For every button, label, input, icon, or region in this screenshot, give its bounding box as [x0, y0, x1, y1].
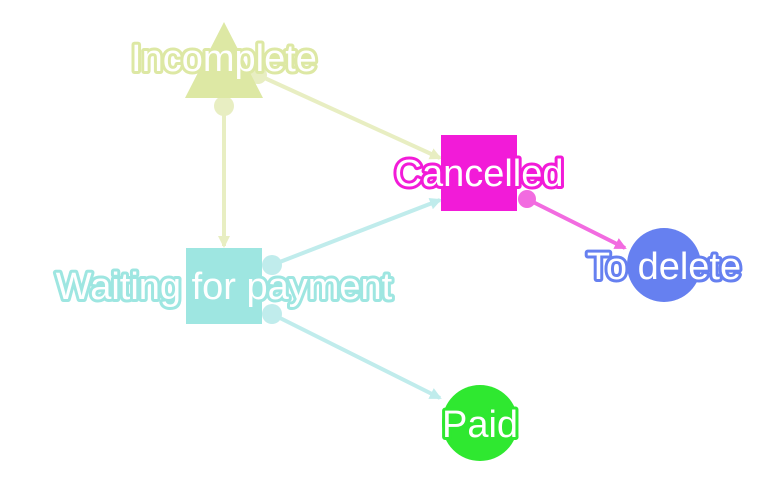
circle-shape	[442, 385, 518, 461]
node-incomplete[interactable]: Incomplete	[128, 22, 320, 98]
edge-waiting-to-cancelled	[271, 198, 442, 267]
node-cancelled[interactable]: Cancelled	[392, 135, 567, 211]
square-shape	[441, 135, 517, 211]
node-waiting-for-payment[interactable]: Waiting for payment	[53, 248, 396, 324]
edge-waiting-to-paid	[271, 312, 442, 400]
node-label: Waiting for payment	[56, 266, 393, 308]
edge-source-dot-waiting-cancelled	[262, 255, 282, 275]
square-shape	[186, 248, 262, 324]
edges	[214, 66, 627, 400]
node-label: Cancelled	[395, 153, 564, 195]
node-paid[interactable]: Paid	[439, 385, 521, 461]
edge-cancelled-to-to-delete	[526, 197, 627, 250]
edge-source-dot-waiting-paid	[262, 304, 282, 324]
node-label: To delete	[587, 246, 741, 288]
node-to-delete[interactable]: To delete	[584, 228, 744, 302]
node-label: Incomplete	[131, 38, 317, 80]
node-label: Paid	[442, 404, 518, 446]
triangle-shape	[185, 22, 263, 98]
circle-shape	[627, 228, 701, 302]
edge-incomplete-to-cancelled	[257, 73, 442, 160]
edge-source-dot-cancelled-to-delete	[518, 190, 536, 208]
edge-source-dot-incomplete-waiting	[214, 96, 234, 116]
